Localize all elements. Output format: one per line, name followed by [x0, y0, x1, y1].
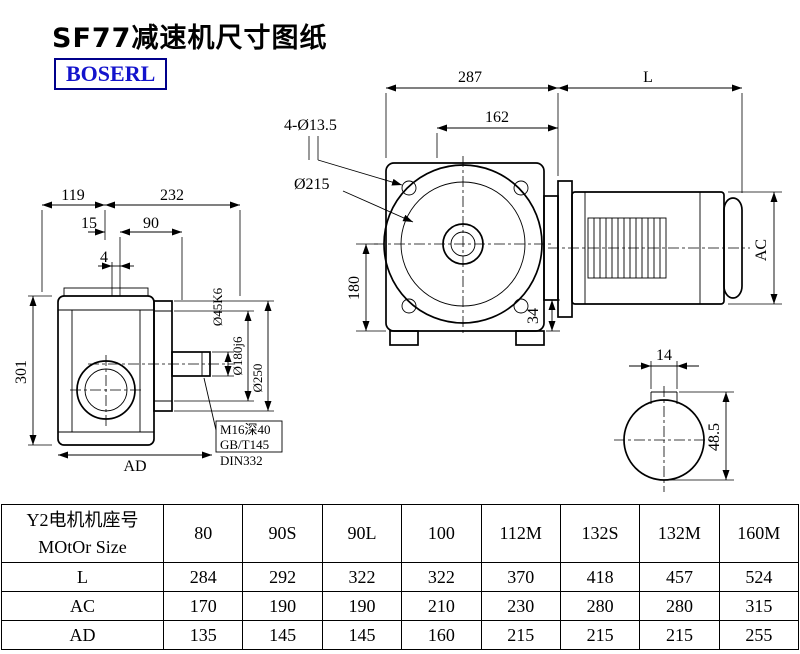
dim-14: 14	[656, 347, 672, 364]
table-cell: 215	[480, 620, 561, 650]
frame-size-col: 90L	[321, 504, 403, 563]
thread-note-line2: GB/T145	[220, 437, 269, 452]
size-table: Y2电机机座号 MOtOr Size 80 90S 90L 100 112M 1…	[1, 504, 800, 650]
table-cell: 210	[401, 591, 482, 621]
thread-note-line1: M16深40	[220, 422, 271, 437]
dim-180: 180	[346, 276, 363, 300]
dim-spigot-dia: Ø180j6	[230, 336, 245, 376]
table-row-AC: AC 170 190 190 210 230 280 280 315	[1, 591, 800, 621]
row-label: L	[1, 562, 164, 592]
table-cell: 135	[162, 620, 244, 650]
table-cell: 230	[480, 591, 561, 621]
table-row-L: L 284 292 322 322 370 418 457 524	[1, 562, 800, 592]
dim-215: Ø215	[294, 176, 330, 193]
table-cell: 145	[242, 620, 323, 650]
front-view	[374, 156, 750, 346]
table-cell: 457	[639, 562, 720, 592]
thread-note-line3: DIN332	[220, 453, 263, 468]
row-label: AC	[1, 591, 164, 621]
dim-ad: AD	[123, 458, 146, 475]
dim-shaft-dia: Ø45K6	[210, 287, 225, 326]
dim-119: 119	[61, 187, 84, 204]
dim-90: 90	[143, 215, 159, 232]
table-cell: 215	[559, 620, 641, 650]
front-view-dimensions: 287 L 162 4-Ø13.5 Ø215 180 34 AC	[284, 69, 782, 332]
table-cell: 170	[162, 591, 244, 621]
frame-size-col: 80	[162, 504, 244, 563]
dim-287: 287	[458, 69, 482, 86]
table-cell: 418	[559, 562, 641, 592]
frame-size-col: 100	[401, 504, 482, 563]
table-header-motor-size: Y2电机机座号 MOtOr Size	[1, 504, 164, 563]
frame-size-col: 132M	[639, 504, 720, 563]
frame-size-col: 112M	[480, 504, 561, 563]
table-cell: 322	[401, 562, 482, 592]
table-cell: 524	[718, 562, 800, 592]
dim-flange-dia: Ø250	[250, 364, 265, 393]
table-cell: 322	[321, 562, 403, 592]
dim-301: 301	[13, 360, 30, 384]
left-view	[57, 287, 234, 446]
holes-note: 4-Ø13.5	[284, 117, 337, 134]
dim-15: 15	[81, 215, 97, 232]
frame-size-col: 132S	[559, 504, 641, 563]
technical-drawing: 119 232 15 90 4 301 AD Ø45K6 Ø180j6 Ø250	[13, 69, 782, 492]
table-row-AD: AD 135 145 145 160 215 215 215 255	[1, 620, 800, 650]
header-label-cn: Y2电机机座号	[26, 509, 139, 530]
table-cell: 145	[321, 620, 403, 650]
table-cell: 160	[401, 620, 482, 650]
table-cell: 292	[242, 562, 323, 592]
header-label-en: MOtOr Size	[38, 536, 127, 557]
table-cell: 215	[639, 620, 720, 650]
dim-162: 162	[485, 109, 509, 126]
dim-ac: AC	[753, 239, 770, 261]
dim-232: 232	[160, 187, 184, 204]
brand-logo: BOSERL	[54, 58, 168, 90]
shaft-section: 14 48.5	[614, 347, 734, 492]
table-cell: 190	[321, 591, 403, 621]
table-cell: 284	[162, 562, 244, 592]
frame-size-col: 160M	[718, 504, 800, 563]
dim-48-5: 48.5	[706, 423, 723, 451]
left-view-dimensions: 119 232 15 90 4 301 AD Ø45K6 Ø180j6 Ø250	[13, 187, 283, 475]
table-cell: 315	[718, 591, 800, 621]
row-label: AD	[1, 620, 164, 650]
table-cell: 190	[242, 591, 323, 621]
dim-l: L	[643, 69, 653, 86]
table-cell: 255	[718, 620, 800, 650]
dim-34: 34	[525, 308, 542, 324]
table-cell: 280	[559, 591, 641, 621]
dim-4: 4	[100, 249, 108, 266]
table-cell: 280	[639, 591, 720, 621]
page-title: SF77减速机尺寸图纸	[52, 23, 328, 54]
frame-size-col: 90S	[242, 504, 323, 563]
table-header-row: Y2电机机座号 MOtOr Size 80 90S 90L 100 112M 1…	[1, 504, 800, 563]
table-cell: 370	[480, 562, 561, 592]
